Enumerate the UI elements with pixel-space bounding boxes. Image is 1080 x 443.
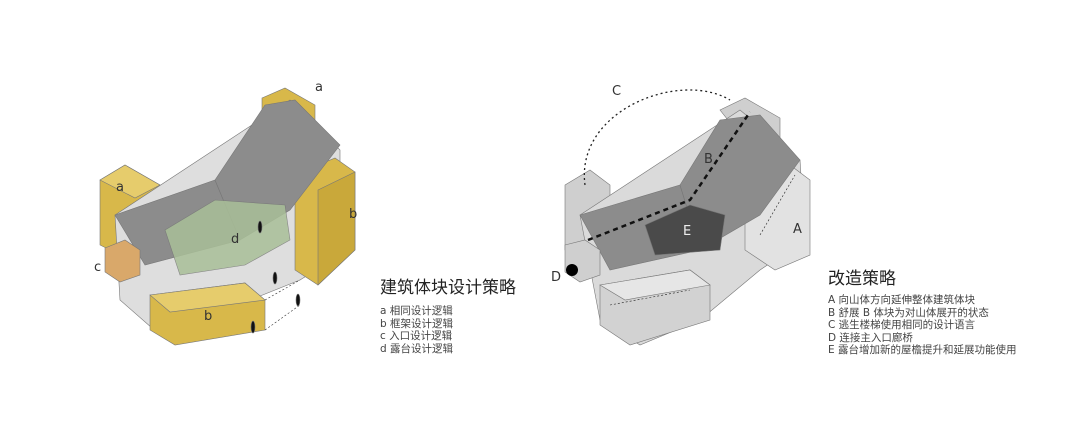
terrace-E — [644, 204, 726, 256]
label-C: C — [612, 84, 622, 99]
entrance-dot-icon — [566, 264, 578, 276]
label-D: D — [551, 270, 562, 285]
arrow-B — [587, 111, 752, 242]
legend-item: D 连接主入口廊桥 — [828, 331, 913, 344]
legend-item: a 相同设计逻辑 — [380, 305, 453, 317]
label-b: b — [204, 309, 213, 324]
right-title: 改造策略 — [828, 269, 896, 289]
legend-item: d 露台设计逻辑 — [380, 342, 454, 355]
arc-arrow-C — [583, 89, 731, 186]
person-figure — [295, 293, 301, 307]
left-legend: a 相同设计逻辑 b 框架设计逻辑 c 入口设计逻辑 d 露台设计逻辑 — [380, 305, 453, 355]
legend-item: B 舒展 B 体块为对山体展开的状态 — [828, 306, 989, 319]
label-A: A — [793, 222, 802, 237]
label-d: d — [231, 232, 240, 247]
legend-item: A 向山体方向延伸整体建筑体块 — [828, 294, 976, 306]
entrance-block-c — [104, 239, 141, 283]
left-massing-model — [99, 87, 356, 346]
person-figure — [257, 220, 263, 234]
label-E: E — [683, 224, 692, 239]
person-figure — [250, 320, 256, 334]
left-title: 建筑体块设计策略 — [380, 278, 516, 298]
label-B: B — [704, 152, 713, 167]
legend-item: b 框架设计逻辑 — [380, 317, 454, 330]
legend-item: C 逃生楼梯使用相同的设计语言 — [828, 319, 976, 331]
label-c: c — [94, 260, 102, 275]
legend-item: c 入口设计逻辑 — [380, 330, 453, 342]
right-massing-model — [564, 89, 811, 346]
legend-item: E 露台增加新的屋檐提升和延展功能使用 — [828, 344, 1017, 356]
label-a: a — [315, 80, 323, 95]
label-a: a — [116, 180, 124, 195]
person-figure — [272, 271, 278, 285]
label-b: b — [349, 207, 358, 222]
right-legend: A 向山体方向延伸整体建筑体块 B 舒展 B 体块为对山体展开的状态 C 逃生楼… — [828, 294, 1016, 357]
terrace-d — [164, 199, 291, 276]
